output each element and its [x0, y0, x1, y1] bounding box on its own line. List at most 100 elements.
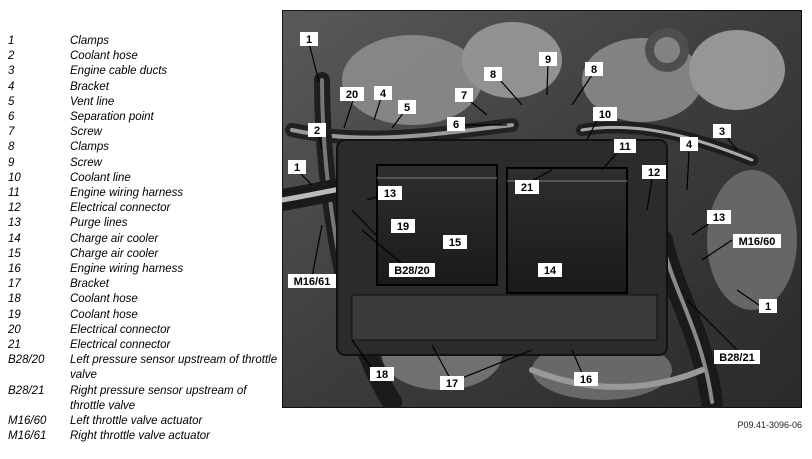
legend-number: 17 [8, 278, 21, 291]
legend-number: 5 [8, 95, 15, 108]
callout-11: 11 [614, 139, 636, 153]
legend-text: Right throttle valve actuator [70, 430, 210, 443]
callout-15: 15 [443, 235, 467, 249]
callout-text: 16 [580, 374, 592, 386]
callout-text: B28/21 [719, 352, 754, 364]
legend-number: B28/20 [8, 354, 45, 367]
legend-number: 3 [8, 65, 15, 78]
legend-text: Engine cable ducts [70, 65, 168, 78]
callout-text: 4 [380, 88, 387, 100]
legend-number: 12 [8, 202, 21, 215]
legend-row: 14 Charge air cooler [8, 232, 278, 247]
callout-20: 20 [340, 87, 364, 101]
engine-photo: 1 20 2 1 4 5 7 6 8 9 8 10 11 21 12 13 19… [282, 10, 802, 408]
legend-row: 9 Screw [8, 156, 278, 171]
legend-text: Purge lines [70, 217, 128, 230]
callout-3-left: 1 [300, 32, 318, 46]
callout-text: 13 [384, 188, 396, 200]
legend-text: Left throttle valve actuator [70, 415, 203, 428]
legend-number: 2 [8, 50, 15, 63]
callout-text: 20 [346, 89, 358, 101]
legend-row: 4 Bracket [8, 80, 278, 95]
engine-background [342, 22, 797, 400]
legend-row: 10 Coolant line [8, 171, 278, 186]
callout-9: 9 [539, 52, 557, 66]
legend-number: 9 [8, 156, 15, 169]
legend-number: 1 [8, 35, 15, 47]
callout-m16-61: M16/61 [288, 274, 336, 288]
legend-number: 7 [8, 126, 15, 139]
callout-text: 11 [619, 141, 631, 153]
callout-text: 7 [461, 90, 467, 102]
legend-row: 3 Engine cable ducts [8, 64, 278, 79]
callout-text: 2 [314, 125, 320, 137]
callout-text: 8 [490, 69, 496, 81]
legend-text: Screw [70, 156, 102, 169]
legend-number: 10 [8, 171, 21, 184]
legend-text: Bracket [70, 278, 109, 291]
callout-text: 19 [397, 221, 409, 233]
legend-text: Charge air cooler [70, 247, 159, 260]
callout-text: M16/60 [739, 236, 776, 248]
callout-8-right: 8 [585, 62, 603, 76]
legend-text: Clamps [70, 35, 109, 47]
legend-text: Coolant hose [70, 308, 138, 321]
figure-id: P09.41-3096-06 [737, 420, 802, 430]
callout-text: 5 [404, 102, 410, 114]
callout-4-left: 4 [374, 86, 392, 100]
callout-text: 1 [294, 162, 300, 174]
callout-text: 3 [719, 126, 725, 138]
callout-19: 19 [391, 219, 415, 233]
legend-text: Charge air cooler [70, 232, 159, 245]
callout-2: 2 [308, 123, 326, 137]
callout-8-left: 8 [484, 67, 502, 81]
legend-number: 8 [8, 141, 15, 154]
legend-text: Screw [70, 126, 102, 139]
callout-m16-60: M16/60 [733, 234, 781, 248]
callout-text: M16/61 [294, 276, 331, 288]
callout-b28-20: B28/21 [714, 350, 760, 364]
callout-text: 15 [449, 237, 461, 249]
callout-4-right: 4 [680, 137, 698, 151]
callout-16: 16 [574, 372, 598, 386]
legend-number: 14 [8, 232, 21, 245]
legend-number: 11 [8, 187, 20, 200]
legend-text: Separation point [70, 111, 154, 124]
callout-text: 1 [765, 301, 771, 313]
callout-text: 10 [599, 109, 611, 121]
callout-18: 18 [370, 367, 394, 381]
legend-number: 4 [8, 80, 15, 93]
callout-10: 10 [593, 107, 617, 121]
callout-text: 6 [453, 119, 459, 131]
callout-12: 12 [642, 165, 666, 179]
callout-17: 17 [440, 376, 464, 390]
manifold-lower-rail [351, 294, 658, 341]
legend-text: Bracket [70, 80, 109, 93]
callout-text: 8 [591, 64, 597, 76]
legend-text: Electrical connector [70, 202, 171, 215]
legend-row: 1 Clamps [8, 34, 278, 49]
callout-text: 18 [376, 369, 388, 381]
callout-3-right: 3 [713, 124, 731, 138]
callout-13-right: 13 [707, 210, 731, 224]
callout-5: 5 [398, 100, 416, 114]
callout-7: 7 [455, 88, 473, 102]
legend-text: Right pressure sensor upstream of thrott… [70, 384, 247, 412]
legend-text: Coolant line [70, 171, 131, 184]
callout-1-left: 1 [288, 160, 306, 174]
callouts: 1 20 2 1 4 5 7 6 8 9 8 10 11 21 12 13 19… [288, 32, 781, 390]
legend-number: 16 [8, 263, 21, 276]
callout-text: 13 [713, 212, 725, 224]
callout-14: 14 [538, 263, 562, 277]
